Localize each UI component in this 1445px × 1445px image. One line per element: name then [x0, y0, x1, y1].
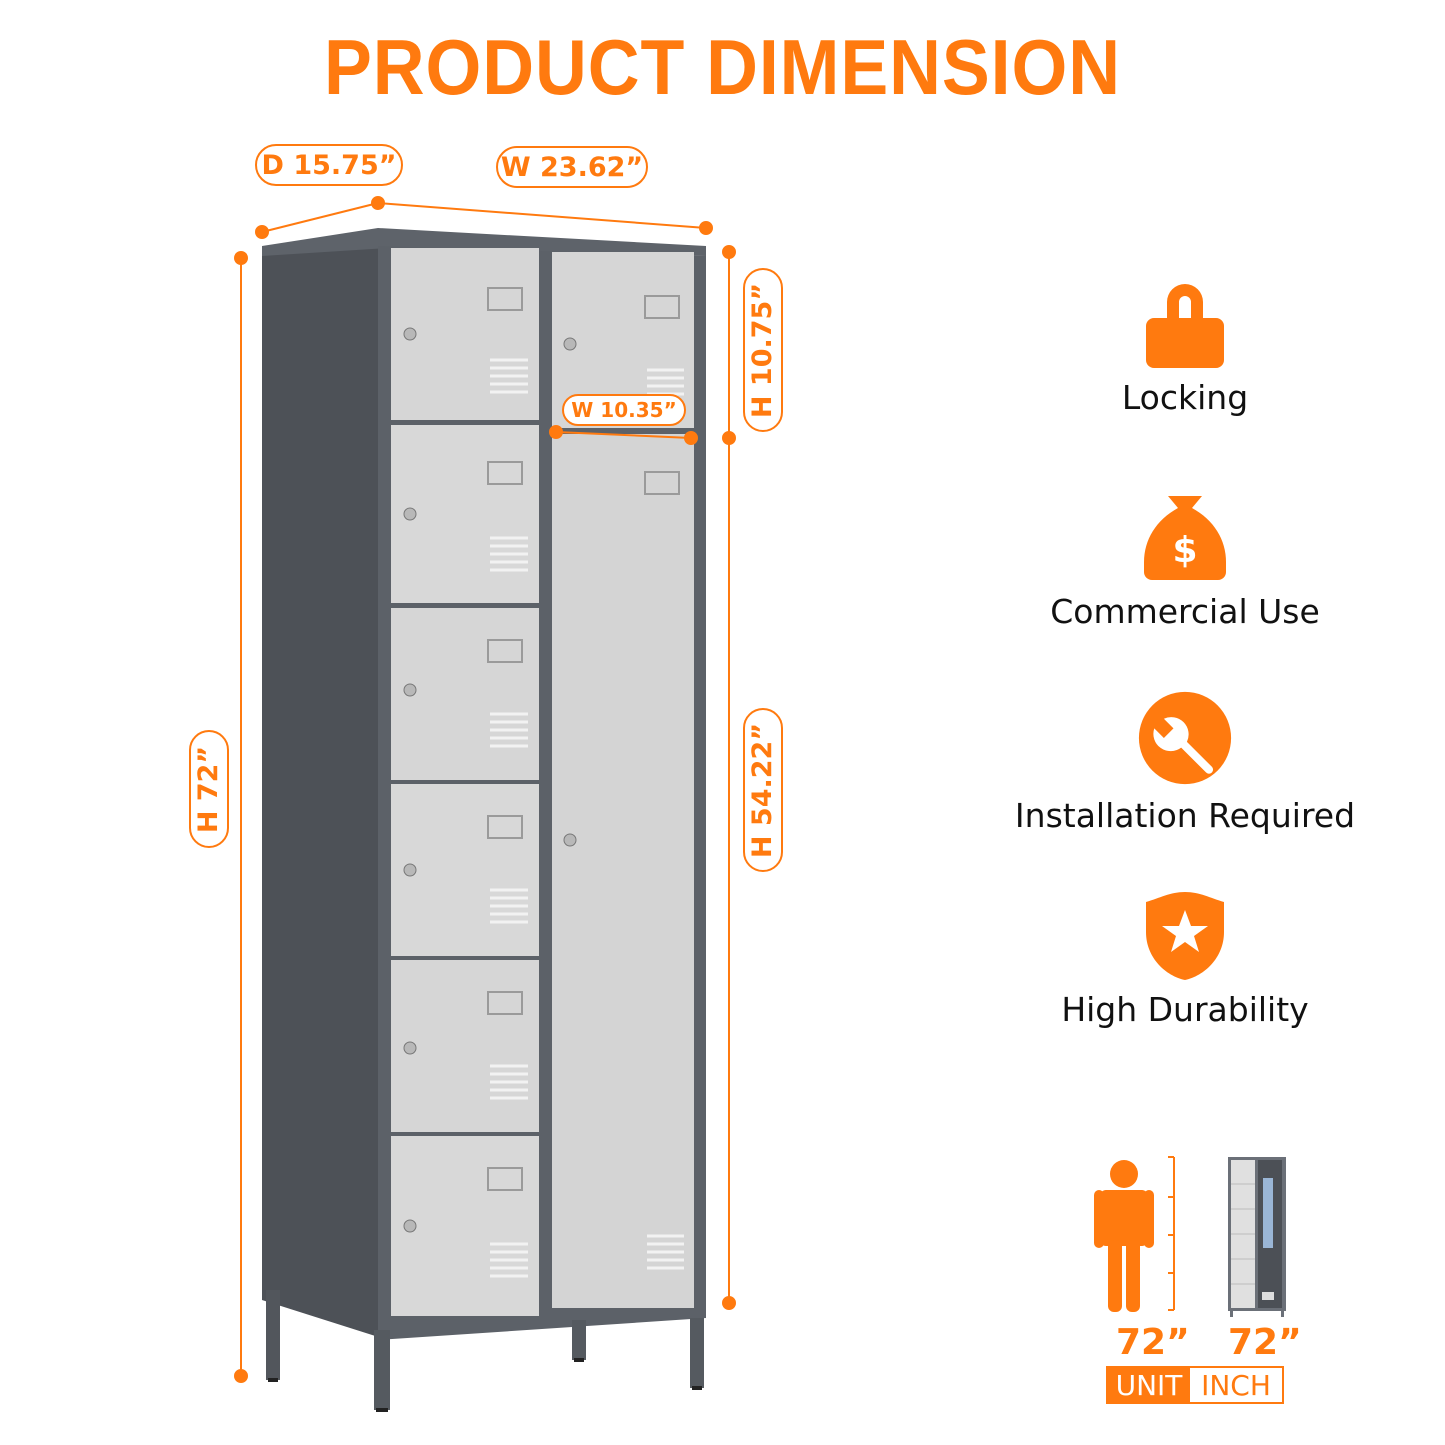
- money-bag-icon: $: [1144, 496, 1226, 580]
- left-locker-doors: [391, 248, 539, 1316]
- unit-value: INCH: [1190, 1368, 1282, 1402]
- height-scale: [1168, 1156, 1175, 1311]
- person-height-value: 72”: [1116, 1322, 1190, 1363]
- tall-compartment-height-label: H 54.22”: [743, 708, 783, 872]
- locker-width-label: W 10.35”: [562, 394, 686, 426]
- wrench-icon: [1138, 691, 1232, 785]
- feature-commercial-use: $ Commercial Use: [990, 492, 1380, 631]
- feature-label: Installation Required: [1014, 796, 1356, 835]
- unit-badge: UNIT INCH: [1106, 1366, 1284, 1404]
- depth-value: D 15.75”: [261, 149, 397, 181]
- svg-text:$: $: [1172, 530, 1197, 571]
- feature-locking: Locking: [990, 278, 1380, 417]
- unit-label: UNIT: [1108, 1368, 1190, 1402]
- page-title: PRODUCT DIMENSION: [323, 23, 1122, 111]
- right-locker-doors: [552, 252, 694, 1308]
- locker-width-value: W 10.35”: [571, 398, 677, 422]
- dimension-lines: [234, 196, 736, 1383]
- width-label: W 23.62”: [496, 146, 648, 188]
- feature-label: Locking: [1121, 378, 1249, 417]
- locker-height-label: H 10.75”: [743, 268, 783, 432]
- depth-label: D 15.75”: [255, 144, 403, 186]
- shield-star-icon: [1146, 892, 1224, 980]
- feature-label: Commercial Use: [1050, 592, 1320, 631]
- lock-icon: [1146, 284, 1224, 368]
- total-height-label: H 72”: [189, 730, 229, 848]
- person-icon: [1094, 1160, 1154, 1312]
- feature-label: High Durability: [1061, 990, 1309, 1029]
- cabinet-height-value: 72”: [1228, 1322, 1302, 1363]
- feature-installation-required: Installation Required: [990, 690, 1380, 835]
- width-value: W 23.62”: [500, 151, 644, 183]
- feature-high-durability: High Durability: [990, 890, 1380, 1029]
- mini-cabinet-icon: [1228, 1157, 1286, 1317]
